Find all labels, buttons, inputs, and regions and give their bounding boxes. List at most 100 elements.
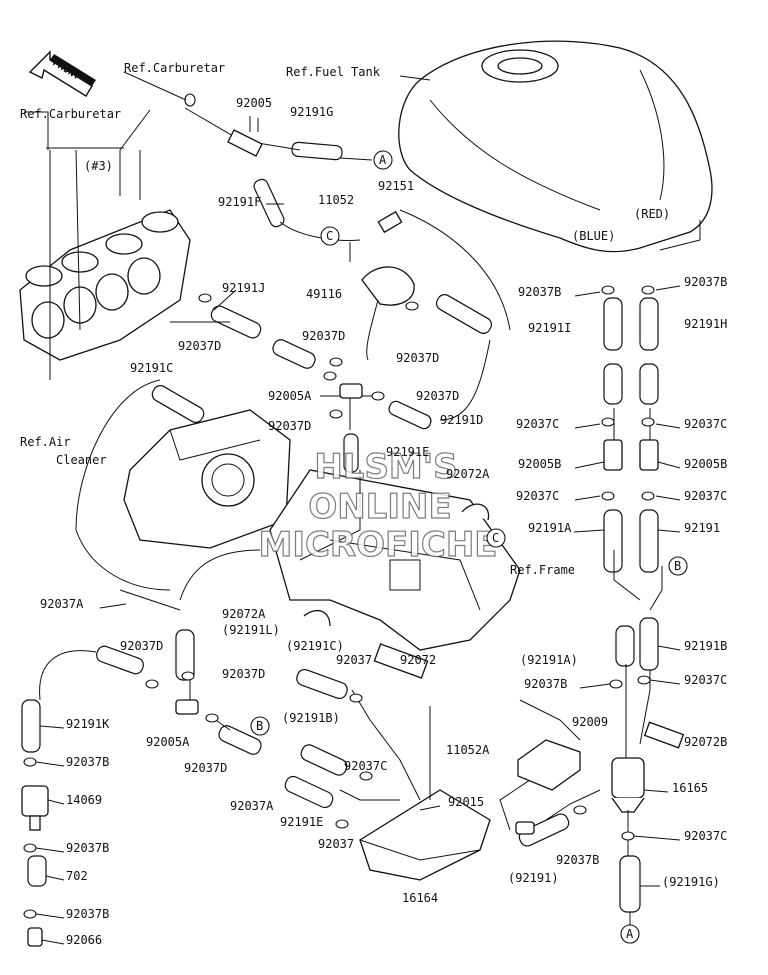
part-label: 92072A (222, 607, 266, 621)
hoses (21, 141, 659, 913)
part-label: 92037B (66, 755, 109, 769)
part-label: 92037A (40, 597, 84, 611)
part-label: 92005B (684, 457, 727, 471)
part-label: (92191A) (520, 653, 578, 667)
part-label: (#3) (84, 159, 113, 173)
part-label: 16164 (402, 891, 438, 905)
part-label: 92037D (396, 351, 439, 365)
callout-letter: A (626, 927, 634, 941)
part-label: 92037B (66, 841, 109, 855)
watermark: HLSM'S ONLINE MICROFICHE (258, 446, 498, 565)
part-label: 92191C (130, 361, 173, 375)
part-label: 92037C (516, 417, 559, 431)
part-label: 92191E (280, 815, 323, 829)
front-arrow-icon: FRONT (28, 50, 96, 97)
frame-section (269, 469, 521, 651)
part-label: 92037C (684, 673, 727, 687)
part-label: 92037B (518, 285, 561, 299)
part-label: 49116 (306, 287, 342, 301)
canister-16164 (359, 789, 491, 881)
part-label: 16165 (672, 781, 708, 795)
part-label: 92037D (302, 329, 345, 343)
part-label: 11052A (446, 743, 490, 757)
label-leaders (35, 71, 681, 945)
watermark-line-3: MICROFICHE (258, 525, 497, 565)
part-label: 92072A (446, 467, 490, 481)
part-label: 92037B (684, 275, 727, 289)
part-label: Ref.Frame (510, 563, 575, 577)
part-label: (RED) (634, 207, 670, 221)
part-label: 11052 (318, 193, 354, 207)
part-label: Ref.Fuel Tank (286, 65, 381, 79)
callouts: A C C B B A (250, 150, 688, 944)
part-label: 92191I (528, 321, 571, 335)
part-label: 92037 (336, 653, 372, 667)
part-label: 92005A (268, 389, 312, 403)
part-label: 92037D (416, 389, 459, 403)
part-label: 92151 (378, 179, 414, 193)
part-label: 92037C (684, 829, 727, 843)
fuel-filter-14069 (21, 785, 49, 831)
part-label: 92191F (218, 195, 261, 209)
part-label: 92191E (386, 445, 429, 459)
part-label: 92037D (178, 339, 221, 353)
part-label: Ref.Air (20, 435, 71, 449)
watermark-line-2: ONLINE (308, 487, 451, 527)
part-label: 92191G (290, 105, 333, 119)
part-label: 92191K (66, 717, 110, 731)
part-label: 92191 (684, 521, 720, 535)
part-label: Ref.Carburetar (20, 107, 121, 121)
fuel-tank (398, 40, 713, 253)
part-label: 92191B (684, 639, 727, 653)
part-label: 92037C (516, 489, 559, 503)
part-label: 92037B (66, 907, 109, 921)
part-label: 92066 (66, 933, 102, 947)
part-label: 92191H (684, 317, 727, 331)
part-labels: Ref.Carburetar Ref.Carburetar Ref.Fuel T… (20, 61, 727, 947)
part-label: 92037C (684, 489, 727, 503)
part-label: 92037D (268, 419, 311, 433)
part-label: 92005A (146, 735, 190, 749)
part-label: 92191D (440, 413, 483, 427)
part-label: 92072 (400, 653, 436, 667)
part-label: 92015 (448, 795, 484, 809)
callout-letter: C (492, 531, 499, 545)
callout-letter: A (379, 153, 387, 167)
part-label: 702 (66, 869, 88, 883)
part-label: 92072B (684, 735, 727, 749)
fuel-pump-16165 (611, 757, 645, 813)
part-label: 92037C (684, 417, 727, 431)
leader-lines (24, 107, 663, 928)
part-label: 92191A (528, 521, 572, 535)
part-label: (92191B) (282, 711, 340, 725)
part-label: 92037A (230, 799, 274, 813)
part-label: 92037B (556, 853, 599, 867)
part-label: Ref.Carburetar (124, 61, 225, 75)
part-label: 92005B (518, 457, 561, 471)
part-label: 92037D (120, 639, 163, 653)
part-label: 14069 (66, 793, 102, 807)
part-label: (92191) (508, 871, 559, 885)
part-label: 92009 (572, 715, 608, 729)
part-label: Cleaner (56, 453, 107, 467)
clips (23, 93, 655, 919)
part-label: (92191G) (662, 875, 720, 889)
callout-letter: B (674, 559, 681, 573)
part-label: 92037 (318, 837, 354, 851)
part-label: (BLUE) (572, 229, 615, 243)
part-label: (92191C) (286, 639, 344, 653)
part-label: 92037B (524, 677, 567, 691)
part-label: 92037D (222, 667, 265, 681)
part-label: 92191J (222, 281, 265, 295)
part-label: 92005 (236, 96, 272, 110)
callout-letter: C (326, 229, 333, 243)
part-label: 92037D (184, 761, 227, 775)
carburetor-assembly (19, 209, 191, 361)
part-label: (92191L) (222, 623, 280, 637)
watermark-line-1: HLSM'S (314, 447, 457, 487)
callout-letter: B (256, 719, 263, 733)
fittings (27, 129, 685, 947)
part-label: 92037C (344, 759, 387, 773)
